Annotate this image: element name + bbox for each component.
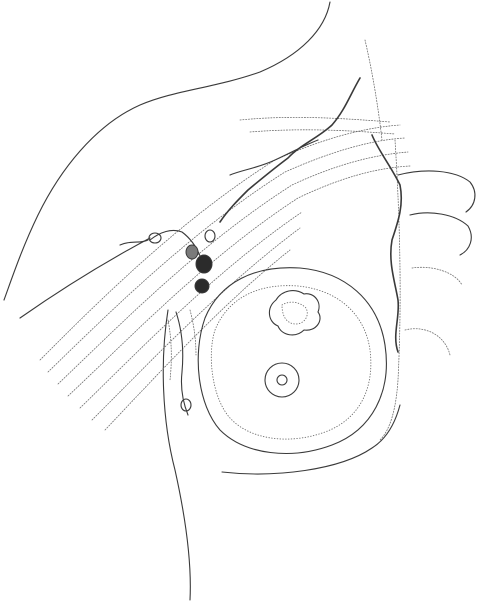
lymph-vessel-branch [190,310,196,355]
rib-contour [398,171,475,212]
muscle-fiber [40,125,400,360]
rib-contour [410,213,471,255]
lymph-node-light [186,245,198,259]
breast [198,268,386,454]
lymph-node-dark [196,255,212,273]
muscle-fiber [105,250,290,430]
rib-contour [405,329,450,355]
rib-contour [412,267,462,285]
tumor-mass [269,291,320,335]
muscle-fiber [58,152,408,384]
muscle-fiber [240,117,390,122]
lymph-node-outline [149,233,161,243]
tumor-texture [282,302,307,324]
breast-inner-shading [211,286,371,439]
muscle-fibers [40,117,410,430]
lymph-vessel-upper [220,78,360,222]
lymph-vessel-mid [372,135,401,352]
lower-torso-contour [222,405,400,474]
torso-side-contour [163,310,190,600]
sternum-edge [380,140,400,440]
nipple [277,375,287,385]
back-contour [365,40,382,140]
muscle-fiber [48,138,405,372]
lymph-vessel-branch [168,320,171,380]
areola [265,363,299,397]
lymph-node-outline [205,230,215,242]
arm-upper-contour [20,238,150,318]
breast-contour [198,268,386,454]
chest-wall [380,140,475,440]
neck-contour [4,2,330,300]
muscle-fiber [68,166,410,396]
lymph-node-dark [195,279,209,293]
body-outline [4,2,400,600]
lymphatic-channels [120,78,401,415]
